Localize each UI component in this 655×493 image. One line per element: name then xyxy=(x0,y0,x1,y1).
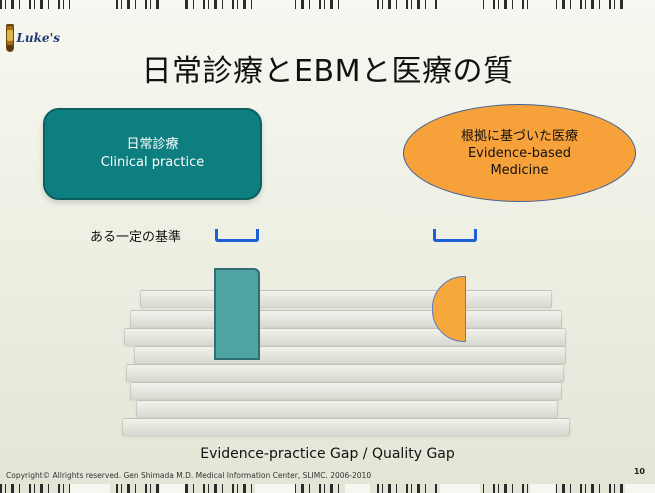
shield-icon xyxy=(6,24,15,52)
clinical-practice-box: 日常診療 Clinical practice xyxy=(43,108,262,200)
clinical-standard-bracket xyxy=(215,229,259,242)
paper-stack-background xyxy=(122,250,570,450)
gap-caption: Evidence-practice Gap / Quality Gap xyxy=(200,446,455,462)
st-lukes-logo: Luke's xyxy=(6,22,60,54)
clinical-practice-en: Clinical practice xyxy=(100,155,205,170)
logo-text: Luke's xyxy=(16,31,60,45)
ebm-en-line1: Evidence-based xyxy=(467,145,572,161)
ebm-ellipse: 根拠に基づいた医療 Evidence-based Medicine xyxy=(403,104,636,202)
top-barcode-decoration xyxy=(0,0,655,9)
ebm-standard-bracket xyxy=(433,229,477,242)
copyright-notice: Copyright© Allrights reserved. Gen Shima… xyxy=(6,471,372,480)
clinical-practice-bar xyxy=(214,268,260,360)
clinical-practice-ja: 日常診療 xyxy=(126,137,179,152)
standard-label: ある一定の基準 xyxy=(90,230,182,245)
page-number: 10 xyxy=(633,467,645,476)
ebm-en-line2: Medicine xyxy=(490,162,549,178)
ebm-ja: 根拠に基づいた医療 xyxy=(460,128,578,144)
slide-title: 日常診療とEBMと医療の質 xyxy=(141,54,514,89)
bottom-barcode-decoration xyxy=(0,484,655,493)
